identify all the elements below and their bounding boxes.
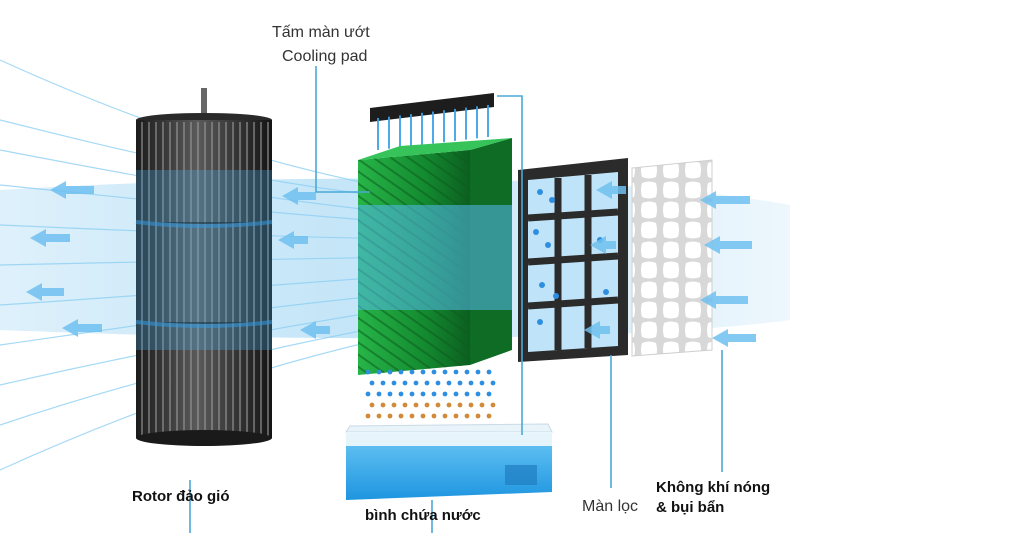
cooling-pad-label-en: Cooling pad [282, 48, 368, 65]
water-droplet-icon [398, 391, 404, 397]
airflow-arrow-icon [278, 231, 308, 249]
water-droplet-icon [413, 380, 419, 386]
airflow-arrows [26, 181, 756, 347]
airflow-arrow-icon [700, 291, 748, 309]
airflow-arrow-icon [62, 319, 102, 337]
water-droplet-icon [464, 391, 470, 397]
water-droplet-icon [603, 289, 609, 295]
water-droplet-icon [475, 391, 481, 397]
water-tank [345, 423, 553, 500]
water-droplet-icon [486, 391, 492, 397]
water-droplet-icon [376, 413, 382, 419]
water-droplet-icon [380, 380, 386, 386]
airflow-arrow-icon [584, 321, 610, 339]
water-droplet-icon [402, 380, 408, 386]
water-droplet-icon [391, 380, 397, 386]
water-droplet-icon [431, 369, 437, 375]
water-droplet-icon [420, 413, 426, 419]
water-droplet-icon [457, 380, 463, 386]
water-droplet-icon [435, 380, 441, 386]
water-droplet-icon [387, 391, 393, 397]
water-droplet-icon [365, 369, 371, 375]
water-droplet-icon [453, 369, 459, 375]
water-droplet-icon [409, 391, 415, 397]
water-droplet-icon [442, 413, 448, 419]
water-droplet-icon [398, 369, 404, 375]
cooling-pad-label-vi: Tấm màn ướt [272, 24, 370, 41]
water-droplet-icon [380, 402, 386, 408]
water-droplet-icon [369, 380, 375, 386]
water-droplet-icon [464, 413, 470, 419]
water-droplet-icon [453, 391, 459, 397]
water-droplet-icon [431, 391, 437, 397]
water-droplet-icon [533, 229, 539, 235]
water-droplet-icon [446, 402, 452, 408]
hot-air-label-line2: & bụi bẩn [656, 499, 725, 516]
airflow-arrow-icon [30, 229, 70, 247]
airflow-arrow-icon [712, 329, 756, 347]
water-droplet-icon [453, 413, 459, 419]
water-droplet-icon [468, 380, 474, 386]
water-droplet-icon [365, 413, 371, 419]
water-droplet-icon [409, 413, 415, 419]
water-droplet-icon [486, 369, 492, 375]
water-droplet-icon [475, 369, 481, 375]
filter-label: Màn lọc [582, 498, 639, 515]
water-droplet-icon [486, 413, 492, 419]
water-droplet-icon [537, 319, 543, 325]
honeycomb-mesh [631, 159, 713, 357]
leader-lines [189, 66, 723, 533]
water-droplet-icon [490, 380, 496, 386]
rotor [135, 88, 273, 446]
water-droplet-icon [553, 293, 559, 299]
water-droplet-icon [435, 402, 441, 408]
water-droplet-icon [365, 391, 371, 397]
airflow-arrow-icon [26, 283, 64, 301]
water-droplet-icon [539, 282, 545, 288]
water-tank-label: bình chứa nước [365, 507, 481, 524]
water-droplet-icon [549, 197, 555, 203]
water-droplet-icon [387, 413, 393, 419]
filter-frame [518, 158, 628, 362]
water-droplet-icon [424, 402, 430, 408]
water-droplet-icon [490, 402, 496, 408]
water-droplet-icon [391, 402, 397, 408]
water-droplet-icon [464, 369, 470, 375]
water-droplet-icon [468, 402, 474, 408]
airflow-arrow-icon [282, 187, 316, 205]
airflow-arrow-icon [50, 181, 94, 199]
airflow-arrow-icon [704, 236, 752, 254]
water-droplet-icon [376, 369, 382, 375]
airflow-arrow-icon [590, 236, 616, 254]
water-droplet-icon [457, 402, 463, 408]
rotor-label: Rotor đảo gió [132, 488, 230, 505]
water-droplet-icon [387, 369, 393, 375]
airflow-arrow-icon [300, 321, 330, 339]
water-droplet-icon [475, 413, 481, 419]
water-droplet-icon [545, 242, 551, 248]
water-droplet-icon [479, 402, 485, 408]
hot-air-label-line1: Không khí nóng [656, 479, 771, 496]
water-droplet-icon [446, 380, 452, 386]
water-droplet-icon [409, 369, 415, 375]
water-droplet-icon [442, 391, 448, 397]
water-droplet-icon [424, 380, 430, 386]
water-droplet-icon [479, 380, 485, 386]
water-droplet-icon [420, 391, 426, 397]
water-droplet-icon [431, 413, 437, 419]
cooling-pad [358, 93, 512, 419]
water-droplet-icon [420, 369, 426, 375]
airflow-arrow-icon [700, 191, 750, 209]
water-droplet-icon [413, 402, 419, 408]
water-droplet-icon [369, 402, 375, 408]
water-droplet-icon [376, 391, 382, 397]
water-droplet-icon [398, 413, 404, 419]
water-droplet-icon [442, 369, 448, 375]
airflow-arrow-icon [596, 181, 626, 199]
water-droplet-icon [402, 402, 408, 408]
water-droplet-icon [537, 189, 543, 195]
